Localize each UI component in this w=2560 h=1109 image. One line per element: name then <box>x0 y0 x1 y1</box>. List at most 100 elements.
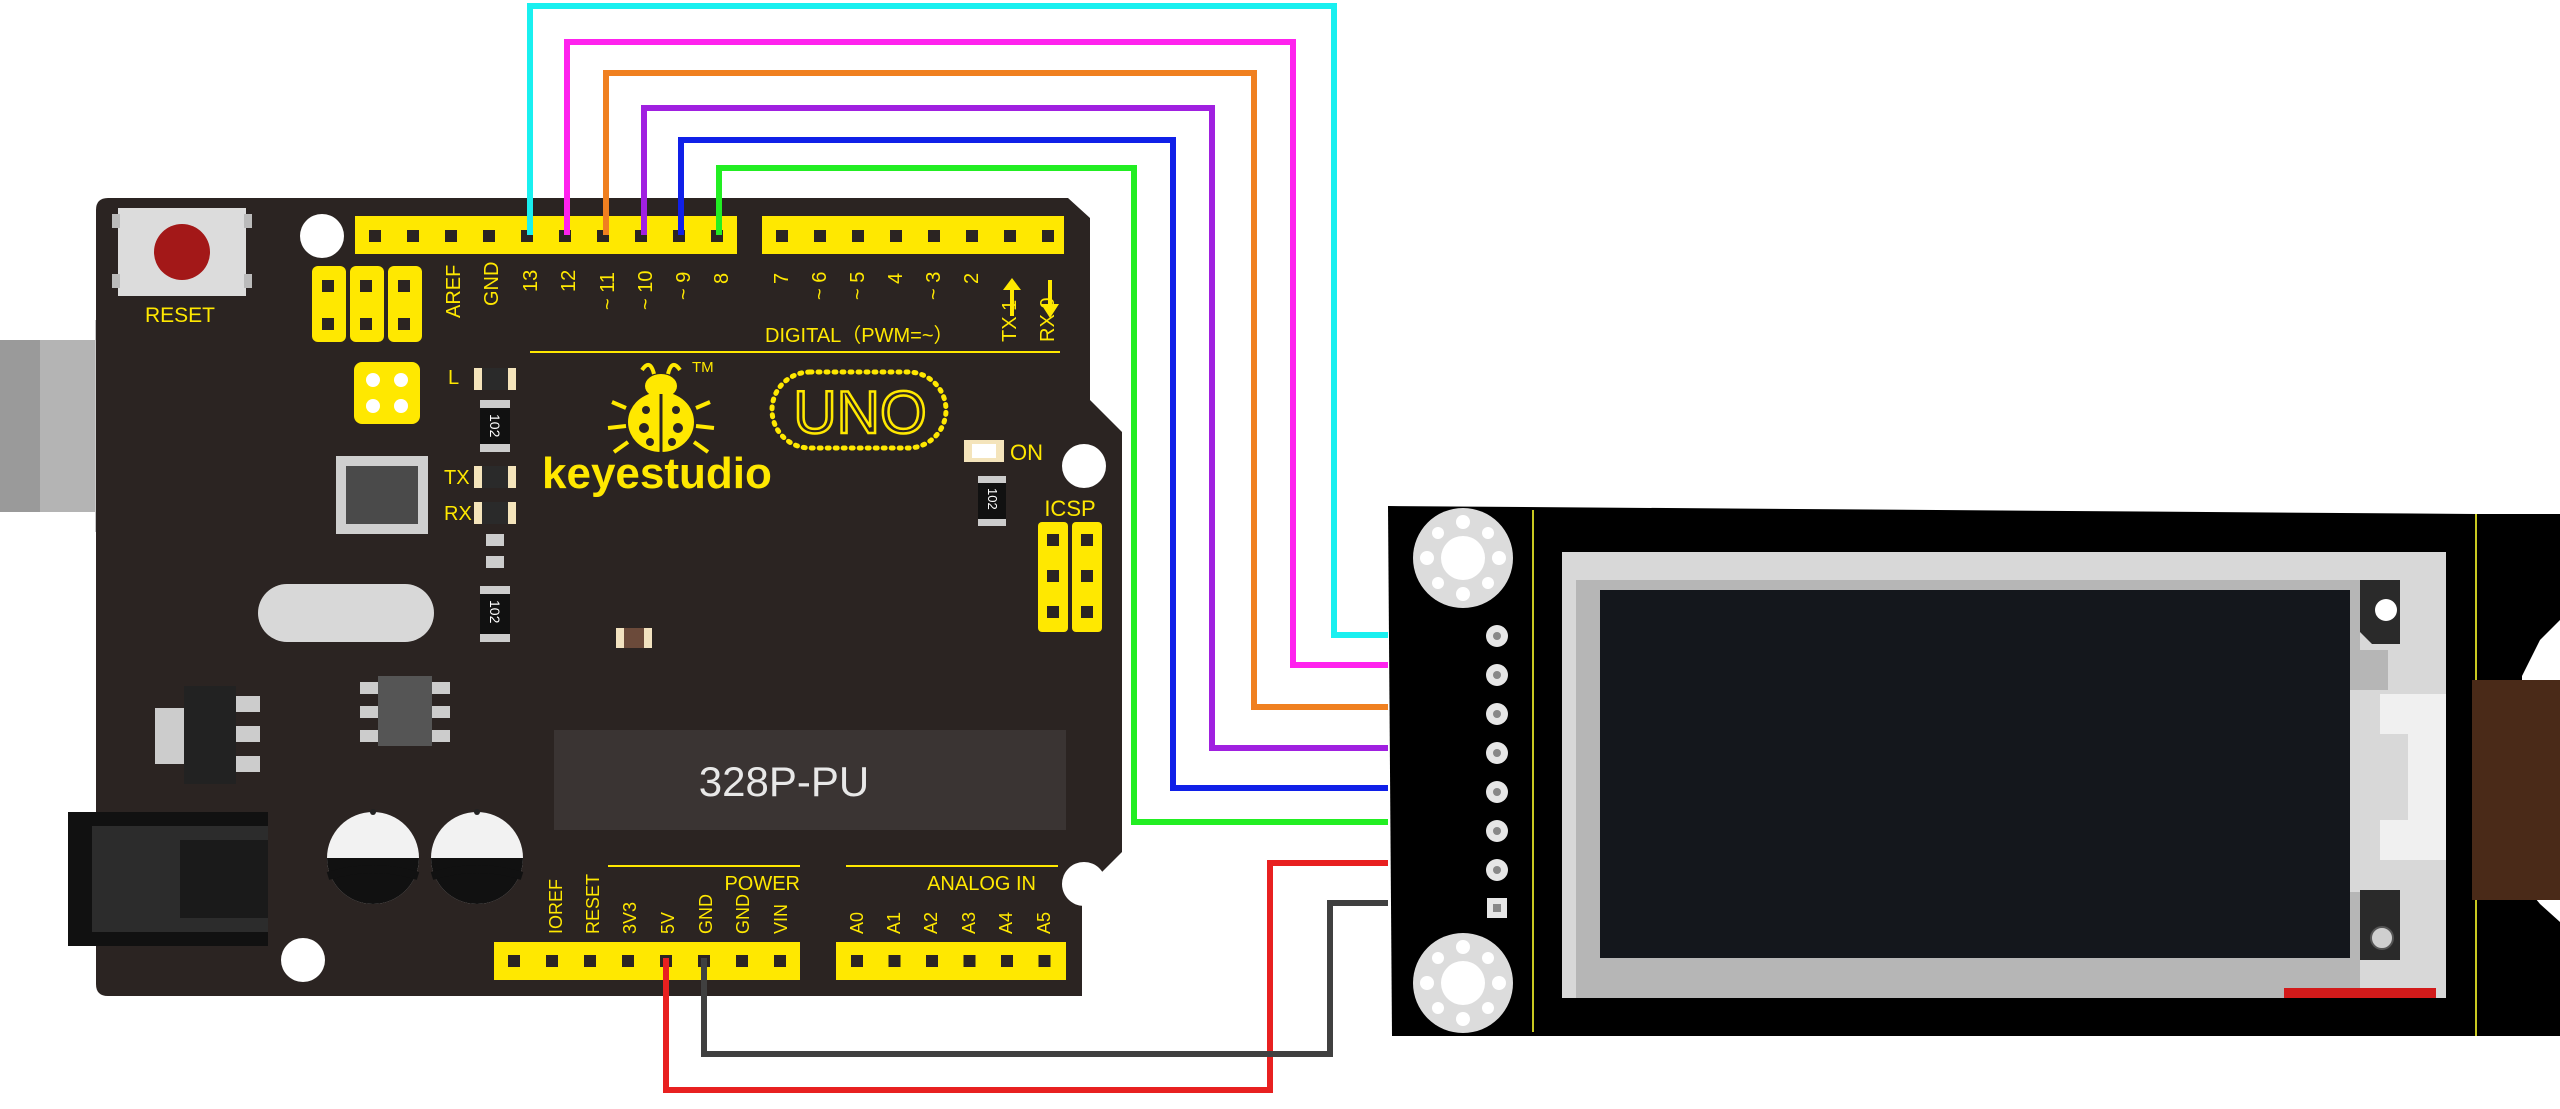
led-l <box>474 368 516 390</box>
ic-chip <box>360 676 450 746</box>
resistor: 102 <box>480 586 510 642</box>
power-header <box>494 942 800 980</box>
on-label: ON <box>1010 440 1043 465</box>
reset-label: RESET <box>145 304 215 327</box>
pin-label: A2 <box>921 912 941 934</box>
header-socket <box>926 955 938 967</box>
header-socket <box>483 230 495 242</box>
header-socket <box>814 230 826 242</box>
svg-text:102: 102 <box>487 600 503 624</box>
pin-label: ~ 11 <box>597 272 619 310</box>
pin-label: ~ 5 <box>847 272 869 300</box>
wire-5v <box>663 860 1388 1093</box>
led-rx <box>474 502 516 524</box>
reset-button[interactable] <box>112 208 252 296</box>
pin-label: 2 <box>961 273 983 284</box>
pin-label: 3V3 <box>620 902 640 934</box>
display-mount-hole <box>1413 508 1513 608</box>
wires <box>527 3 1388 1093</box>
pin-label: ~ 6 <box>809 272 831 300</box>
icsp-header <box>1038 522 1102 632</box>
header-socket <box>966 230 978 242</box>
header-socket <box>546 955 558 967</box>
led-on <box>964 440 1004 462</box>
header-socket <box>508 955 520 967</box>
led-tx <box>474 466 516 488</box>
pin-label: GND <box>733 894 753 934</box>
digital-pin-labels-left: AREF GND 13 12 ~ 11 ~ 10 ~ 9 8 <box>443 262 733 318</box>
pin-label: A5 <box>1034 912 1054 934</box>
digital-label: DIGITAL（PWM=~） <box>765 324 954 347</box>
svg-text:102: 102 <box>487 414 503 438</box>
pin-label: GND <box>696 894 716 934</box>
ladybug-logo-icon <box>607 362 715 454</box>
pin-label: 4 <box>885 273 907 284</box>
electrolytic-capacitor <box>430 809 524 904</box>
wire-11 <box>603 70 1388 710</box>
uno-label: UNO <box>793 379 926 446</box>
pin-label: 5V <box>658 912 678 934</box>
led-l-label: L <box>448 367 459 389</box>
analog-pin-labels: A0 A1 A2 A3 A4 A5 <box>847 912 1054 934</box>
atmega-chip <box>554 730 1066 830</box>
header-socket <box>888 955 901 967</box>
pin-label: A3 <box>959 912 979 934</box>
power-pin-labels: IOREF RESET 3V3 5V GND GND VIN <box>546 874 791 934</box>
header-socket <box>1004 230 1016 242</box>
wire-gnd <box>701 900 1388 1057</box>
wire-13 <box>527 3 1388 638</box>
pin-label: VIN <box>771 904 791 934</box>
pin-label: GND <box>481 262 503 306</box>
analog-header <box>836 942 1066 980</box>
pin-label: 13 <box>520 270 542 292</box>
mount-hole <box>1062 444 1106 488</box>
wire-8 <box>716 165 1388 825</box>
chip-label: 328P-PU <box>699 758 869 805</box>
jumper-header <box>312 266 422 342</box>
header-socket <box>1001 955 1013 967</box>
header-socket <box>445 230 457 242</box>
wire-9 <box>678 137 1388 791</box>
pin-label: A4 <box>996 912 1016 934</box>
pin-label: IOREF <box>546 879 566 934</box>
rx-arrow-icon <box>1041 280 1059 318</box>
resistor: 102 <box>978 476 1006 526</box>
mount-hole <box>281 938 325 982</box>
crystal <box>258 584 434 642</box>
header-socket <box>774 955 786 967</box>
digital-header-right <box>762 216 1064 254</box>
mount-hole <box>1062 862 1106 906</box>
pin-label: 8 <box>711 273 733 284</box>
power-label: POWER <box>724 873 800 895</box>
header-socket <box>963 955 976 967</box>
pin-label: A1 <box>884 912 904 934</box>
pin-label: 12 <box>558 270 580 292</box>
header-socket <box>622 955 634 967</box>
pin-label: 7 <box>771 273 793 284</box>
resistor: 102 <box>480 400 510 452</box>
display-mount-hole <box>1413 933 1513 1033</box>
power-jack <box>68 812 268 946</box>
mount-hole <box>300 214 344 258</box>
analog-label: ANALOG IN <box>927 873 1036 895</box>
header-socket <box>776 230 788 242</box>
header-socket <box>852 230 864 242</box>
wire-10 <box>641 105 1388 751</box>
brand-label: keyestudio <box>542 449 772 498</box>
wire-12 <box>564 39 1388 668</box>
pin-label: ~ 10 <box>635 271 657 310</box>
header-socket <box>407 230 419 242</box>
voltage-regulator <box>155 686 260 784</box>
led-rx-label: RX <box>444 503 472 525</box>
header-socket <box>369 230 381 242</box>
header-socket <box>851 955 863 967</box>
digital-pin-labels-right: 7 ~ 6 ~ 5 4 ~ 3 2 TX 1 RX 0 <box>771 272 1059 342</box>
pin-label: A0 <box>847 912 867 934</box>
epaper-panel <box>1562 552 2446 998</box>
pin-label: RESET <box>583 874 603 934</box>
pin-label: TX 1 <box>999 300 1021 342</box>
header-socket <box>890 230 902 242</box>
led-tx-label: TX <box>444 467 470 489</box>
capacitor-smd <box>616 628 652 648</box>
